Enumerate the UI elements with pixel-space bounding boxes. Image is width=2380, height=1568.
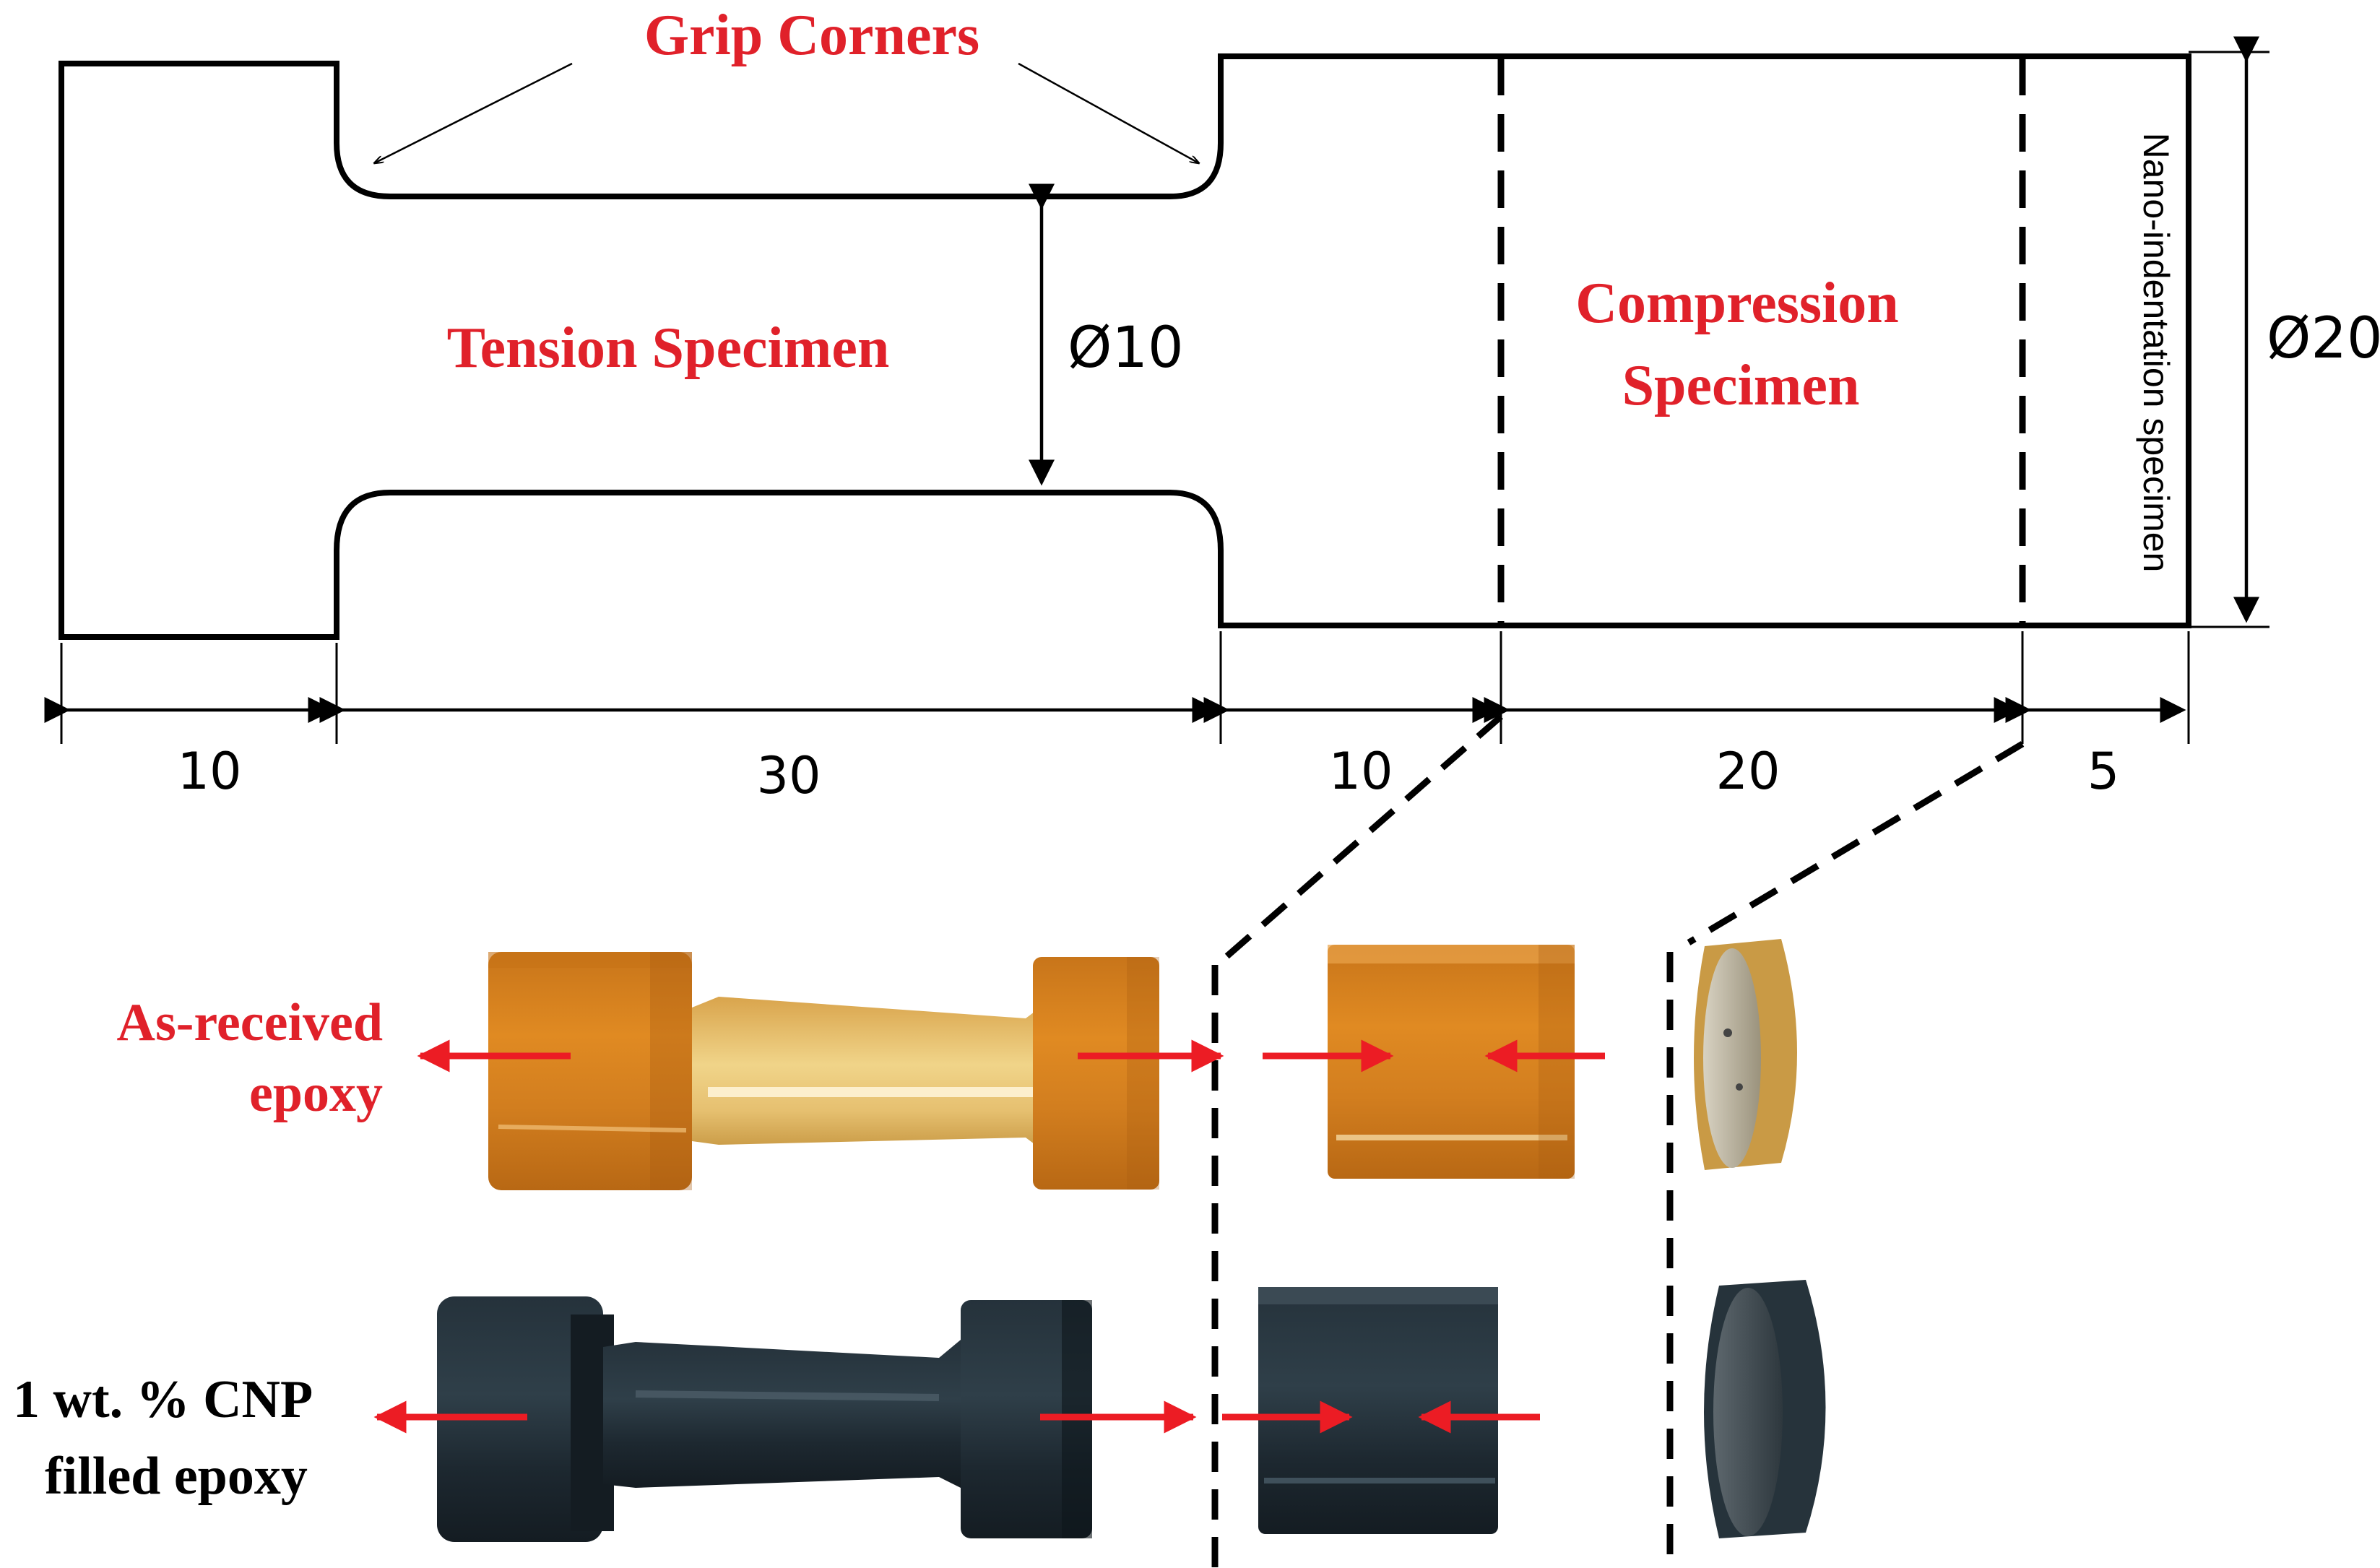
grip-corners-label: Grip Corners — [644, 4, 979, 67]
length-extension-lines — [60, 631, 2190, 744]
tension-specimen-label: Tension Specimen — [447, 316, 890, 380]
dim-compression: 20 — [1715, 742, 1780, 801]
photo-asreceived-nano-disc — [1694, 939, 1797, 1170]
photo-asreceived-compression — [1328, 945, 1575, 1179]
photo-cnp-nano-disc — [1704, 1280, 1826, 1538]
dia-small-label: Ø10 — [1068, 316, 1184, 381]
photo-cnp-compression — [1258, 1287, 1498, 1534]
photo-asreceived-tension — [488, 952, 1159, 1190]
compression-specimen-label-line1: Compression — [1575, 272, 1898, 335]
cnp-label-line2: filled epoxy — [45, 1447, 308, 1506]
dim-grip-right: 10 — [1328, 742, 1393, 801]
nano-indentation-label: Nano-indentation specimen — [2136, 133, 2176, 573]
asreceived-label-line1: As-received — [117, 993, 383, 1052]
cnp-label-line1: 1 wt. % CNP — [13, 1370, 313, 1429]
leader-dash-right — [1687, 741, 2025, 945]
specimen-outline — [59, 53, 2191, 640]
dim-grip-left: 10 — [177, 742, 241, 801]
grip-corner-pointer-right — [1018, 62, 1199, 163]
photo-cnp-tension — [437, 1296, 1092, 1542]
dim-gauge: 30 — [756, 746, 821, 805]
grip-corner-pointer-left — [374, 62, 573, 163]
compression-specimen-label-line2: Specimen — [1622, 354, 1860, 417]
asreceived-label-line2: epoxy — [249, 1064, 383, 1123]
dim-nano: 5 — [2087, 742, 2120, 801]
leader-dash-left — [1221, 714, 1503, 962]
dia-large-label: Ø20 — [2267, 306, 2380, 371]
